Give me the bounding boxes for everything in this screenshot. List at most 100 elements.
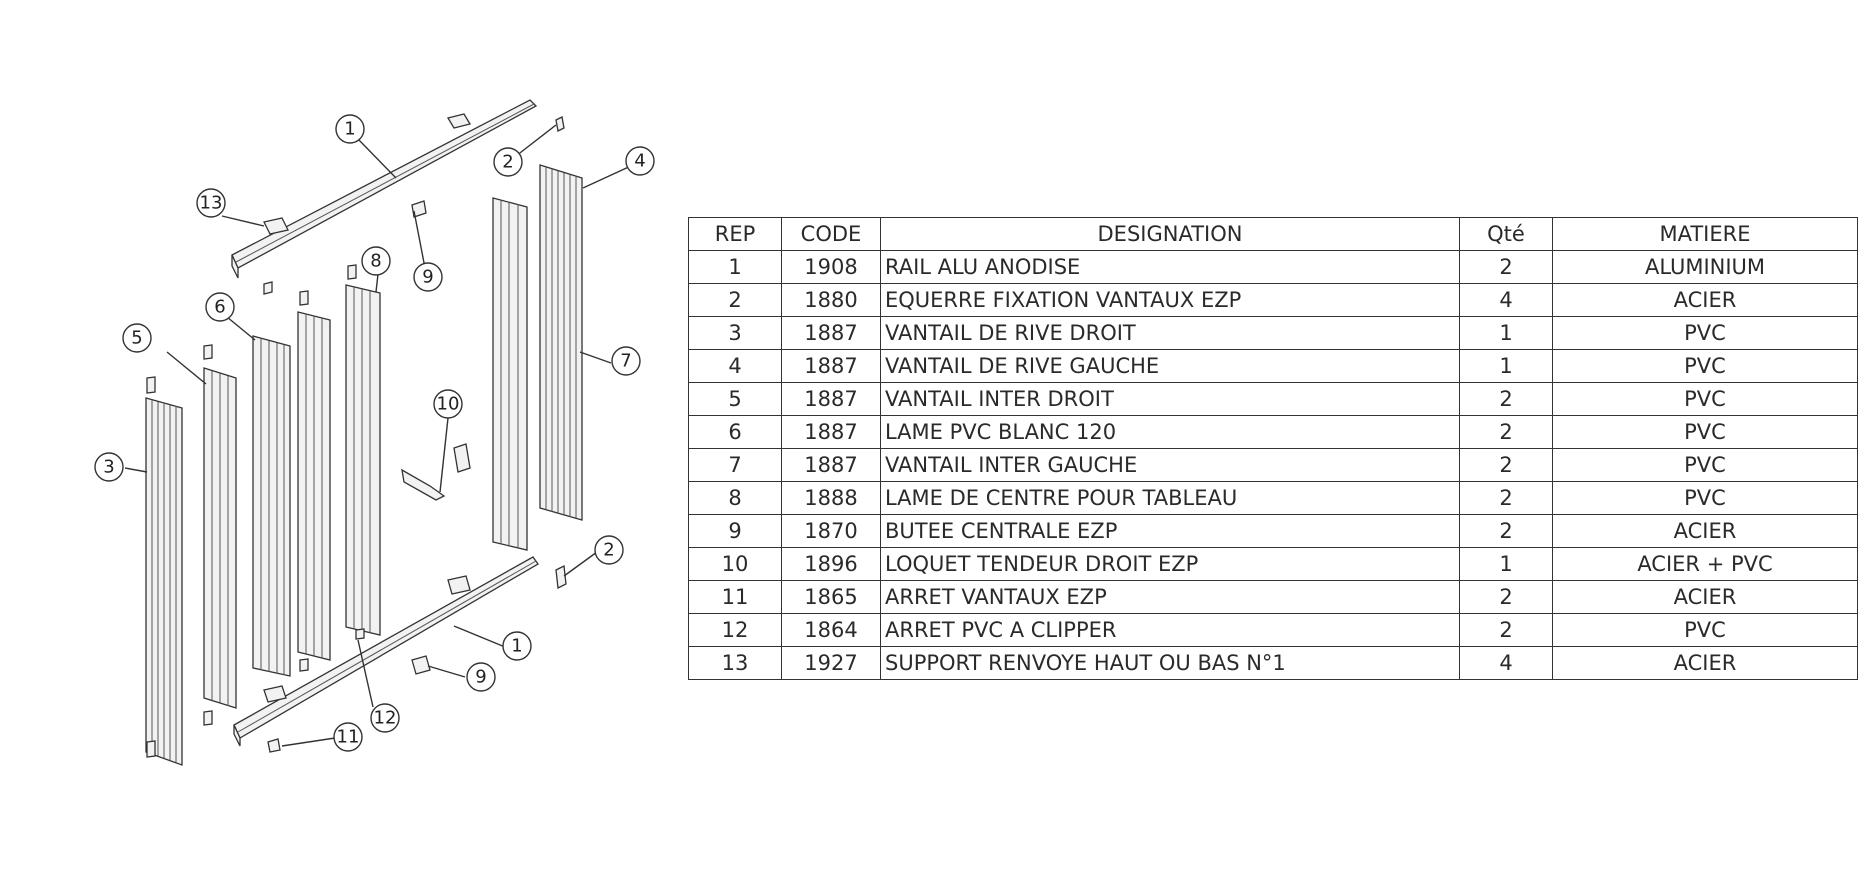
- svg-text:9: 9: [475, 667, 486, 688]
- cell-qty: 2: [1459, 448, 1553, 482]
- panel-4: [539, 164, 583, 521]
- cell-code: 1887: [781, 382, 881, 416]
- cell-qty: 2: [1459, 514, 1553, 548]
- svg-text:1: 1: [344, 119, 355, 140]
- cell-code: 1887: [781, 349, 881, 383]
- svg-text:3: 3: [103, 457, 114, 478]
- cell-rep: 13: [688, 646, 782, 680]
- cell-qty: 1: [1459, 349, 1553, 383]
- balloon-2-top: 2: [493, 147, 523, 177]
- leader-lines: [124, 124, 634, 747]
- cell-matiere: PVC: [1552, 448, 1858, 482]
- cell-rep: 11: [688, 580, 782, 614]
- cell-code: 1865: [781, 580, 881, 614]
- balloon-6: 6: [205, 292, 235, 322]
- cell-matiere: ACIER: [1552, 283, 1858, 317]
- cell-code: 1927: [781, 646, 881, 680]
- svg-text:1: 1: [511, 636, 522, 657]
- cell-code: 1888: [781, 481, 881, 515]
- cell-designation: BUTEE CENTRALE EZP: [880, 514, 1460, 548]
- cell-designation: LOQUET TENDEUR DROIT EZP: [880, 547, 1460, 581]
- cell-qty: 2: [1459, 250, 1553, 284]
- cell-rep: 7: [688, 448, 782, 482]
- balloon-8: 8: [361, 246, 391, 276]
- cell-qty: 2: [1459, 613, 1553, 647]
- svg-text:4: 4: [634, 151, 645, 172]
- hardware-parts: [146, 113, 567, 758]
- svg-text:5: 5: [131, 328, 142, 349]
- svg-text:7: 7: [620, 351, 631, 372]
- cell-rep: 1: [688, 250, 782, 284]
- cell-rep: 6: [688, 415, 782, 449]
- cell-designation: ARRET VANTAUX EZP: [880, 580, 1460, 614]
- svg-text:12: 12: [374, 708, 397, 729]
- cell-code: 1896: [781, 547, 881, 581]
- panel-5: [203, 367, 237, 709]
- cell-qty: 2: [1459, 415, 1553, 449]
- bottom-rail: [233, 556, 539, 747]
- cell-rep: 2: [688, 283, 782, 317]
- balloon-2-bottom: 2: [594, 535, 624, 565]
- cell-code: 1908: [781, 250, 881, 284]
- cell-qty: 4: [1459, 283, 1553, 317]
- cell-rep: 4: [688, 349, 782, 383]
- cell-designation: EQUERRE FIXATION VANTAUX EZP: [880, 283, 1460, 317]
- cell-designation: ARRET PVC A CLIPPER: [880, 613, 1460, 647]
- cell-rep: 10: [688, 547, 782, 581]
- svg-text:2: 2: [502, 152, 513, 173]
- balloon-9-top: 9: [413, 262, 443, 292]
- cell-qty: 2: [1459, 382, 1553, 416]
- cell-matiere: PVC: [1552, 481, 1858, 515]
- balloon-9-bottom: 9: [466, 662, 496, 692]
- header-code: CODE: [781, 217, 881, 251]
- balloon-12: 12: [370, 703, 400, 733]
- balloon-1-bottom: 1: [502, 631, 532, 661]
- cell-code: 1864: [781, 613, 881, 647]
- cell-matiere: PVC: [1552, 316, 1858, 350]
- svg-text:11: 11: [337, 727, 360, 748]
- cell-designation: VANTAIL DE RIVE GAUCHE: [880, 349, 1460, 383]
- top-rail: [231, 99, 538, 279]
- cell-matiere: ACIER: [1552, 646, 1858, 680]
- panel-8: [345, 284, 381, 636]
- svg-text:6: 6: [214, 297, 225, 318]
- cell-designation: VANTAIL DE RIVE DROIT: [880, 316, 1460, 350]
- cell-designation: RAIL ALU ANODISE: [880, 250, 1460, 284]
- cell-matiere: ACIER: [1552, 514, 1858, 548]
- balloon-13: 13: [196, 188, 226, 218]
- header-matiere: MATIERE: [1552, 217, 1858, 251]
- cell-matiere: PVC: [1552, 382, 1858, 416]
- header-rep: REP: [688, 217, 782, 251]
- cell-qty: 2: [1459, 481, 1553, 515]
- cell-designation: VANTAIL INTER GAUCHE: [880, 448, 1460, 482]
- cell-code: 1870: [781, 514, 881, 548]
- header-qty: Qté: [1459, 217, 1553, 251]
- panel-3: [145, 397, 183, 766]
- cell-designation: LAME PVC BLANC 120: [880, 415, 1460, 449]
- balloon-7: 7: [611, 346, 641, 376]
- exploded-assembly-drawing: 1 2 4 13 9 8 6 5 7 10 3 2 1 9 12 11: [94, 99, 655, 766]
- balloon-10: 10: [433, 389, 463, 419]
- cell-rep: 12: [688, 613, 782, 647]
- cell-rep: 3: [688, 316, 782, 350]
- cell-qty: 2: [1459, 580, 1553, 614]
- cell-matiere: PVC: [1552, 613, 1858, 647]
- cell-matiere: ALUMINIUM: [1552, 250, 1858, 284]
- panel-6: [252, 335, 291, 677]
- cell-qty: 1: [1459, 316, 1553, 350]
- cell-designation: SUPPORT RENVOYE HAUT OU BAS N°1: [880, 646, 1460, 680]
- cell-code: 1887: [781, 448, 881, 482]
- svg-text:9: 9: [422, 267, 433, 288]
